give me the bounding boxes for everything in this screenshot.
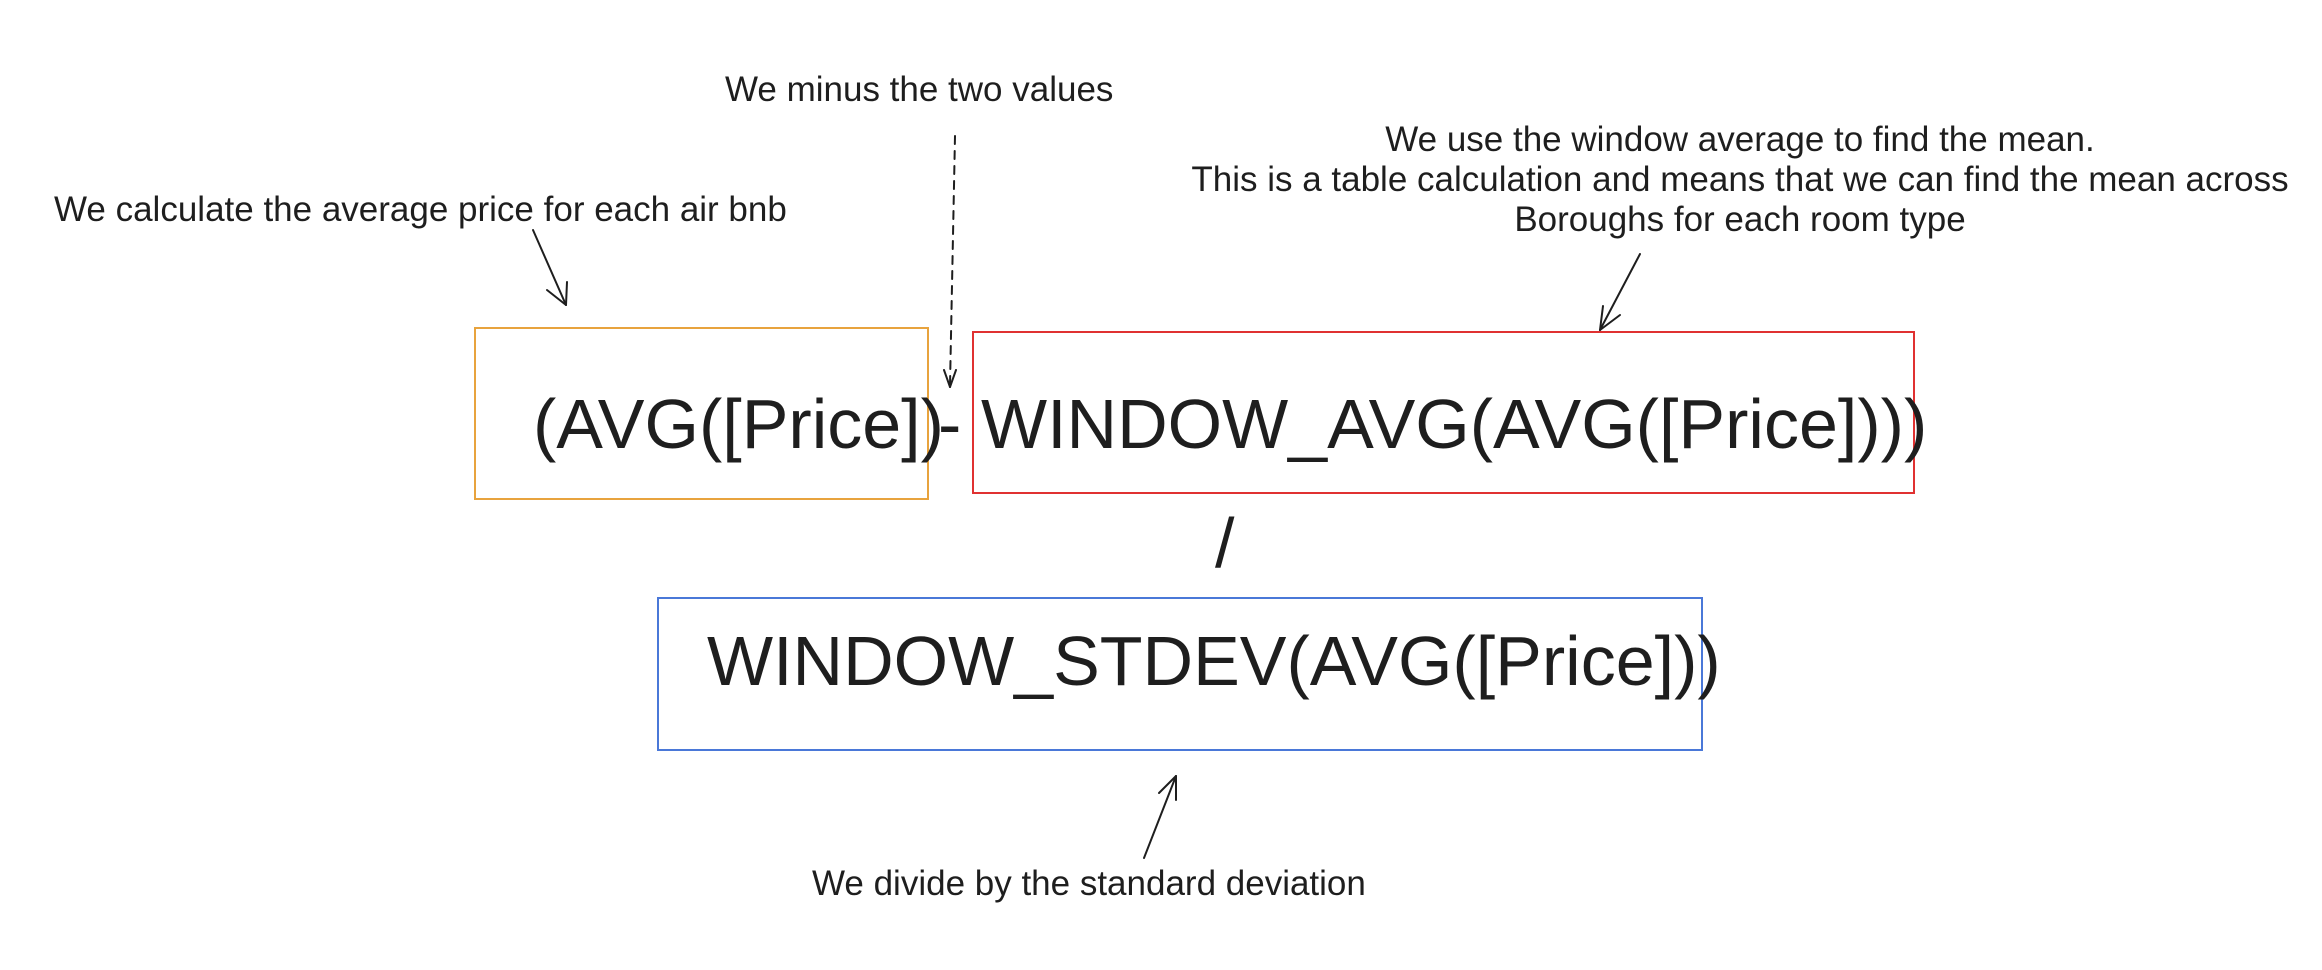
arrow-minus (943, 135, 957, 388)
window-avg-box (972, 331, 1915, 494)
annotation-window-avg-line2: This is a table calculation and means th… (1191, 160, 2289, 199)
annotation-window-avg-line3: Boroughs for each room type (1514, 200, 1966, 239)
formula-window-stdev: WINDOW_STDEV(AVG([Price])) (707, 622, 1721, 700)
annotation-minus: We minus the two values (725, 70, 1114, 109)
formula-avg-price: (AVG([Price]) (533, 385, 944, 463)
formula-divide-sign: / (1215, 504, 1235, 582)
formula-minus-sign: - (938, 385, 962, 463)
annotation-window-avg: We use the window average to find the me… (1160, 120, 2320, 240)
arrow-stdev (1143, 775, 1177, 859)
arrow-window-avg (1599, 253, 1641, 331)
window-stdev-box (657, 597, 1703, 751)
formula-window-avg: WINDOW_AVG(AVG([Price]))) (981, 385, 1928, 463)
annotation-average-price: We calculate the average price for each … (54, 190, 787, 229)
avg-price-box (474, 327, 929, 500)
arrow-average-price (532, 229, 568, 306)
annotation-window-avg-line1: We use the window average to find the me… (1385, 120, 2095, 159)
annotation-stdev: We divide by the standard deviation (812, 864, 1366, 903)
